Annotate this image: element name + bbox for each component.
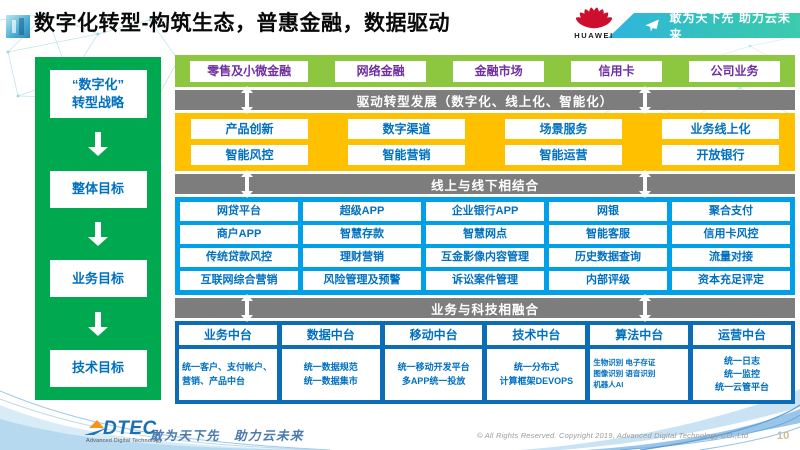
capability-box: 业务线上化 [662, 119, 779, 139]
strategy-sidebar: “数字化” 转型战略 整体目标 业务目标 技术目标 [35, 57, 161, 400]
application-box: 资本充足评定 [672, 271, 790, 290]
application-box: 诉讼案件管理 [426, 271, 544, 290]
capability-box: 智能风控 [191, 145, 308, 165]
huawei-wordmark: HUAWEI [574, 31, 614, 40]
capabilities-section: 产品创新 数字渠道 场景服务 业务线上化 智能风控 智能营销 智能运营 开放银行 [175, 113, 795, 171]
connector-bar-biz-tech: 业务与科技相融合 [175, 294, 795, 322]
platform-column: 算法中台 生物识别 电子存证 图像识别 语音识别 机器人AI [590, 325, 689, 400]
capability-box: 产品创新 [191, 119, 308, 139]
business-line-box: 网络金融 [335, 60, 427, 82]
platform-header: 业务中台 [179, 325, 277, 345]
connector-bar-label: 业务与科技相融合 [430, 302, 539, 317]
platform-header: 技术中台 [487, 325, 586, 345]
business-line-box: 公司业务 [689, 60, 780, 82]
adtec-wordmark: DTEC [103, 418, 157, 439]
connector-bar-drive: 驱动转型发展（数字化、线上化、智能化） [175, 86, 795, 114]
capability-box: 数字渠道 [348, 119, 465, 139]
capability-box: 场景服务 [505, 119, 622, 139]
connector-bar-online-offline: 线上与线下相结合 [175, 170, 795, 198]
page-title: 数字化转型-构筑生态，普惠金融，数据驱动 [34, 12, 450, 35]
platform-column: 移动中台 统一移动开发平台 多APP统一投放 [384, 325, 483, 400]
platform-column: 运营中台 统一日志 统一监控 统一云管平台 [693, 325, 791, 400]
application-box: 理财营销 [303, 248, 421, 267]
ribbon-slogan-text: 敢为天下先 助力云未来 [669, 10, 791, 42]
platform-content: 统一日志 统一监控 统一云管平台 [693, 349, 791, 400]
business-lines-bar: 零售及小微金融 网络金融 金融市场 信用卡 公司业务 [175, 55, 795, 87]
platform-content: 统一分布式 计算框架DEVOPS [487, 349, 586, 400]
huawei-logo: HUAWEI [569, 3, 619, 40]
platform-content: 统一移动开发平台 多APP统一投放 [384, 349, 483, 400]
updown-arrow-icon [639, 86, 651, 114]
application-box: 传统贷款风控 [180, 248, 298, 267]
platform-column: 数据中台 统一数据规范 统一数据集市 [281, 325, 380, 400]
title-bullet-icon [6, 15, 30, 38]
updown-arrow-icon [241, 86, 253, 114]
business-line-box: 金融市场 [453, 60, 545, 82]
applications-row: 网贷平台 超级APP 企业银行APP 网银 聚合支付 [180, 202, 790, 221]
capability-box: 智能营销 [348, 145, 465, 165]
business-line-box: 零售及小微金融 [190, 60, 309, 82]
platforms-section: 业务中台 统一客户、支付帐户、营销、产品中台 数据中台 统一数据规范 统一数据集… [175, 321, 795, 404]
platform-header: 移动中台 [384, 325, 483, 345]
copyright-text: © All Rights Reserved. Copyright 2019, A… [477, 431, 749, 440]
application-box: 智慧存款 [303, 225, 421, 244]
platform-content: 统一客户、支付帐户、营销、产品中台 [179, 349, 277, 400]
capability-box: 智能运营 [505, 145, 622, 165]
application-box: 商户APP [180, 225, 298, 244]
connector-bar-label: 驱动转型发展（数字化、线上化、智能化） [356, 94, 614, 109]
updown-arrow-icon [241, 294, 253, 322]
page-number: 10 [777, 430, 790, 442]
capability-box: 开放银行 [662, 145, 779, 165]
application-box: 流量对接 [672, 248, 790, 267]
platform-column: 业务中台 统一客户、支付帐户、营销、产品中台 [179, 325, 277, 400]
platform-header: 数据中台 [281, 325, 380, 345]
strategy-step-business-goal: 业务目标 [49, 260, 147, 298]
application-box: 信用卡风控 [672, 225, 790, 244]
platform-header: 运营中台 [693, 325, 791, 345]
application-box: 超级APP [303, 202, 421, 221]
application-box: 互金影像内容管理 [426, 248, 544, 267]
business-line-box: 信用卡 [571, 60, 663, 82]
application-box: 网贷平台 [180, 202, 298, 221]
applications-section: 网贷平台 超级APP 企业银行APP 网银 聚合支付 商户APP 智慧存款 智慧… [175, 197, 795, 295]
platform-content: 生物识别 电子存证 图像识别 语音识别 机器人AI [590, 349, 689, 400]
application-box: 智慧网点 [426, 225, 544, 244]
application-box: 智能客服 [549, 225, 667, 244]
connector-bar-label: 线上与线下相结合 [430, 178, 539, 193]
application-box: 企业银行APP [426, 202, 544, 221]
down-arrow-icon [88, 132, 108, 157]
platform-content: 统一数据规范 统一数据集市 [281, 349, 380, 400]
platform-column: 技术中台 统一分布式 计算框架DEVOPS [487, 325, 586, 400]
updown-arrow-icon [241, 170, 253, 198]
application-box: 风险管理及预警 [303, 271, 421, 290]
footer-slogan: 敢为天下先 助力云未来 [150, 429, 305, 443]
applications-row: 传统贷款风控 理财营销 互金影像内容管理 历史数据查询 流量对接 [180, 248, 790, 267]
application-box: 内部评级 [549, 271, 667, 290]
updown-arrow-icon [639, 170, 651, 198]
strategy-step-digital: “数字化” 转型战略 [49, 70, 147, 118]
capabilities-row: 智能风控 智能营销 智能运营 开放银行 [191, 145, 779, 165]
application-box: 互联网综合营销 [180, 271, 298, 290]
platform-header: 算法中台 [590, 325, 689, 345]
applications-row: 互联网综合营销 风险管理及预警 诉讼案件管理 内部评级 资本充足评定 [180, 271, 790, 290]
capabilities-row: 产品创新 数字渠道 场景服务 业务线上化 [191, 119, 779, 139]
down-arrow-icon [88, 221, 108, 246]
applications-row: 商户APP 智慧存款 智慧网点 智能客服 信用卡风控 [180, 225, 790, 244]
architecture-diagram: 零售及小微金融 网络金融 金融市场 信用卡 公司业务 驱动转型发展（数字化、线上… [175, 55, 795, 404]
updown-arrow-icon [639, 294, 651, 322]
paper-plane-icon [645, 19, 659, 32]
down-arrow-icon [88, 311, 108, 336]
strategy-step-overall-goal: 整体目标 [49, 170, 147, 208]
slogan-ribbon: 敢为天下先 助力云未来 [608, 13, 800, 38]
huawei-flower-icon [576, 7, 612, 29]
application-box: 聚合支付 [672, 202, 790, 221]
application-box: 历史数据查询 [549, 248, 667, 267]
application-box: 网银 [549, 202, 667, 221]
strategy-step-tech-goal: 技术目标 [49, 349, 147, 387]
